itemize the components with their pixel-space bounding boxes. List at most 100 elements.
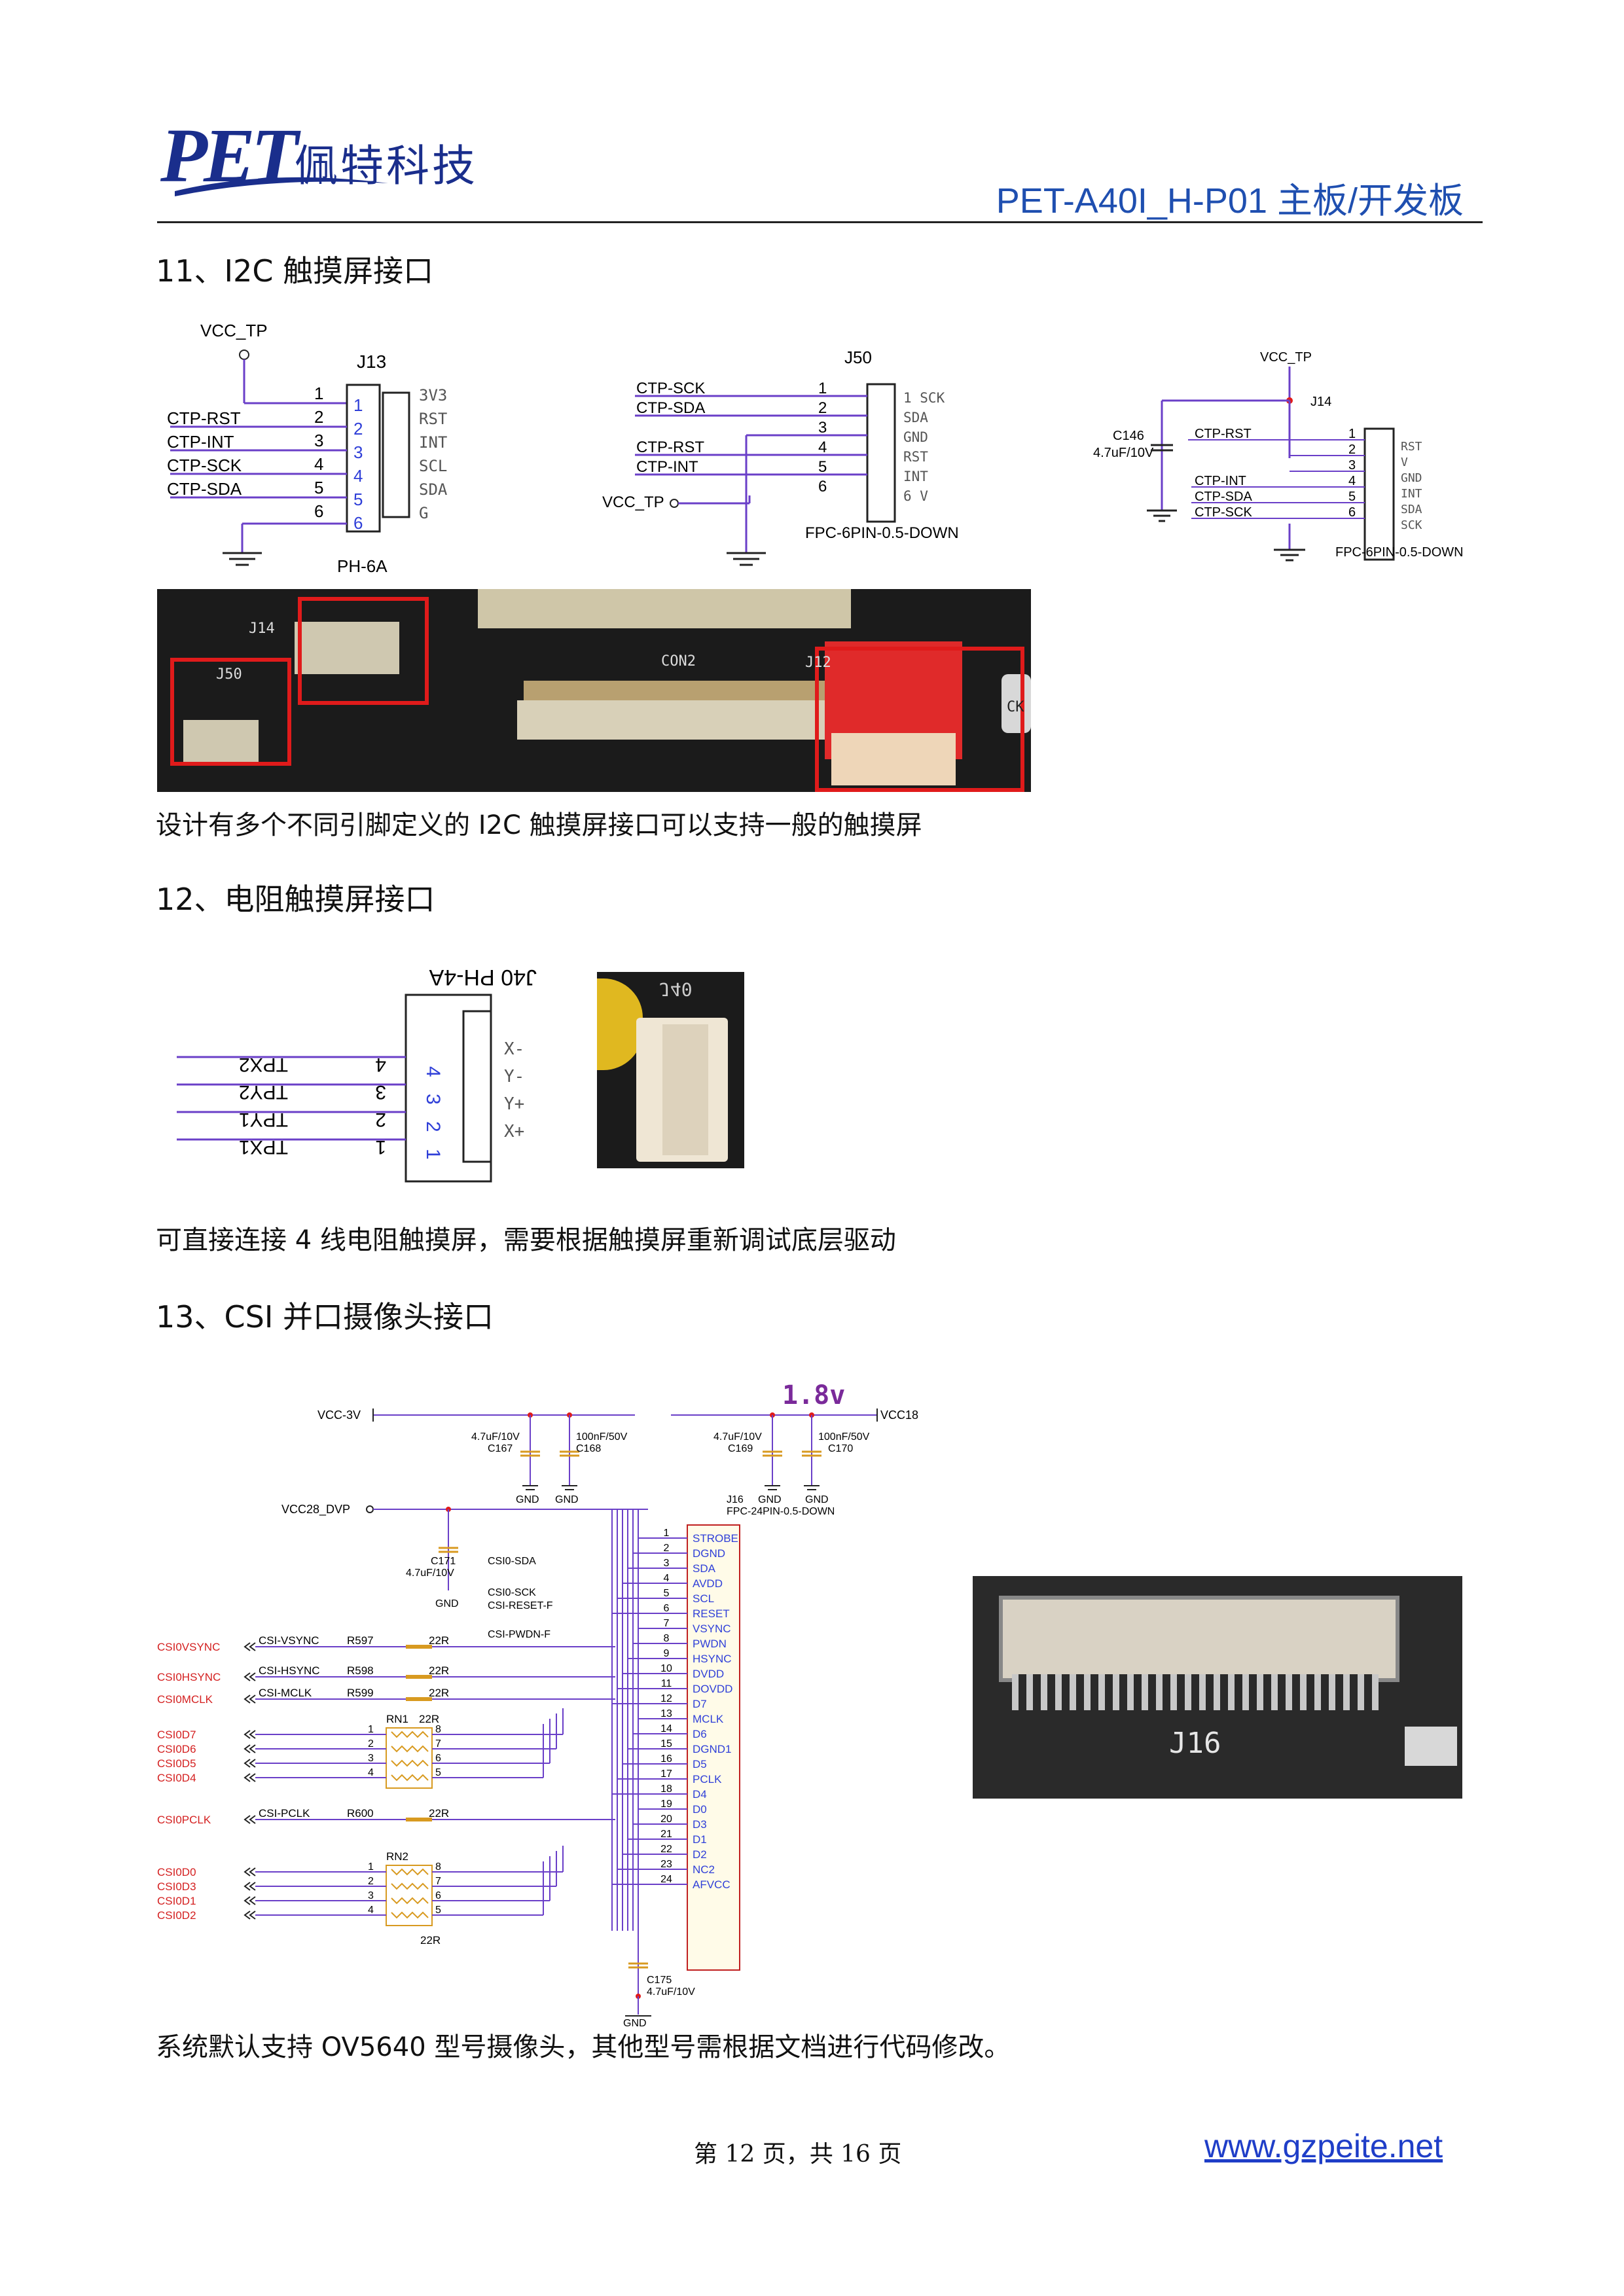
j14-pin-num-4: 4 bbox=[1348, 474, 1356, 488]
j16-connector-photo: J16 bbox=[973, 1576, 1462, 1799]
j13-signal-2: RST bbox=[419, 410, 447, 428]
rn2-in-1: CSI0D0 bbox=[157, 1866, 196, 1878]
csi-net-csi-vsync: CSI-VSYNC bbox=[259, 1634, 319, 1647]
photo-label-j40: J40 bbox=[659, 978, 693, 1000]
j16-pin-num-13: 13 bbox=[660, 1708, 672, 1719]
j16-signal-23: NC2 bbox=[693, 1863, 715, 1876]
website-link[interactable]: www.gzpeite.net bbox=[1204, 2128, 1443, 2164]
j14-pin-num-2: 2 bbox=[1348, 442, 1356, 457]
csi-in-csi0vsync: CSI0VSYNC bbox=[157, 1641, 220, 1653]
j16-signal-13: MCLK bbox=[693, 1713, 724, 1725]
csi-net-csi-mclk: CSI-MCLK bbox=[259, 1687, 312, 1699]
csi-net-csi-pclk: CSI-PCLK bbox=[259, 1807, 310, 1820]
j40-connector-photo: J40 bbox=[597, 972, 744, 1168]
j16-signal-24: AFVCC bbox=[693, 1878, 731, 1891]
j40-pin-inner-2: 2 bbox=[422, 1121, 444, 1132]
j13-power-label: VCC_TP bbox=[200, 321, 268, 340]
c169-val: 4.7uF/10V bbox=[713, 1431, 762, 1443]
j16-pin-num-18: 18 bbox=[660, 1784, 672, 1795]
j16-pin-num-11: 11 bbox=[661, 1678, 672, 1689]
rn2-pin-right-1: 8 bbox=[435, 1861, 441, 1873]
j50-pin-num-6: 6 bbox=[818, 478, 827, 495]
j16-pin-num-16: 16 bbox=[660, 1753, 672, 1765]
j40-pin-num-4: 4 bbox=[375, 1054, 386, 1075]
j16-pin-num-20: 20 bbox=[660, 1814, 672, 1825]
gnd-c175: GND bbox=[623, 2018, 647, 2029]
rn2-pin-left-3: 3 bbox=[368, 1890, 374, 1901]
gnd-c171: GND bbox=[435, 1598, 459, 1609]
j16-signal-19: D0 bbox=[693, 1803, 707, 1816]
section-11-heading: 11、I2C 触摸屏接口 bbox=[156, 253, 434, 289]
j50-highlight-box bbox=[170, 658, 291, 766]
j16-pin-num-12: 12 bbox=[660, 1693, 672, 1704]
j16-pin-num-24: 24 bbox=[660, 1874, 672, 1885]
rn1-val: 22R bbox=[419, 1713, 439, 1725]
j13-net-4: CTP-SCK bbox=[167, 456, 242, 475]
j13-signal-5: SDA bbox=[419, 480, 448, 499]
j40-pin-num-1: 1 bbox=[375, 1136, 386, 1158]
j14-cap-ref: C146 bbox=[1113, 429, 1144, 443]
j40-pin-num-3: 3 bbox=[375, 1081, 386, 1103]
photo-label-j16: J16 bbox=[1169, 1727, 1221, 1760]
rn2-pin-left-2: 2 bbox=[368, 1876, 374, 1887]
rn1-pin-left-3: 3 bbox=[368, 1753, 374, 1764]
j50-pin-num-5: 5 bbox=[818, 458, 827, 476]
j50-net-2: CTP-SDA bbox=[636, 399, 705, 417]
j13-pin-inner-3: 3 bbox=[353, 442, 363, 462]
photo-label-j14: J14 bbox=[249, 620, 275, 637]
gnd-c170: GND bbox=[805, 1494, 829, 1505]
j13-part: PH-6A bbox=[337, 556, 388, 576]
net-csi-reset: CSI-RESET-F bbox=[488, 1600, 553, 1611]
section-12-description: 可直接连接 4 线电阻触摸屏，需要根据触摸屏重新调试底层驱动 bbox=[156, 1225, 896, 1255]
j16-pin-num-2: 2 bbox=[664, 1543, 670, 1554]
j50-pin-num-4: 4 bbox=[818, 439, 827, 456]
rail-vcc3v: VCC-3V bbox=[317, 1408, 361, 1422]
j14-signal-3: GND bbox=[1401, 471, 1422, 485]
resistor-ref-r598: R598 bbox=[347, 1664, 374, 1677]
j16-ref: J16 bbox=[727, 1494, 744, 1505]
j50-part: FPC-6PIN-0.5-DOWN bbox=[805, 524, 959, 542]
j16-pin-num-22: 22 bbox=[660, 1844, 672, 1855]
j13-net-2: CTP-RST bbox=[167, 408, 241, 428]
j50-signal-6: 6 V bbox=[903, 488, 928, 504]
j50-signal-3: GND bbox=[903, 429, 928, 445]
rn1-pin-left-1: 1 bbox=[368, 1724, 374, 1735]
rn2-val: 22R bbox=[420, 1934, 441, 1946]
j16-part: FPC-24PIN-0.5-DOWN bbox=[727, 1506, 835, 1517]
j40-signal-1: X+ bbox=[504, 1122, 524, 1141]
j16-signal-16: D5 bbox=[693, 1758, 707, 1770]
j40-net-1: TPX1 bbox=[239, 1136, 288, 1158]
j16-pin-num-3: 3 bbox=[664, 1558, 670, 1569]
j16-pin-num-17: 17 bbox=[660, 1768, 672, 1780]
j16-signal-7: VSYNC bbox=[693, 1623, 731, 1635]
j16-signal-11: DOVDD bbox=[693, 1683, 732, 1695]
j14-ref: J14 bbox=[1310, 395, 1331, 409]
j16-signal-15: DGND1 bbox=[693, 1743, 732, 1755]
j14-signal-2: V bbox=[1401, 456, 1408, 469]
j16-pin-num-7: 7 bbox=[664, 1618, 670, 1629]
logo-swoosh-icon bbox=[175, 177, 388, 196]
csi-in-csi0pclk: CSI0PCLK bbox=[157, 1814, 211, 1826]
csi-camera-schematic: 1.8v VCC-3V VCC18 VCC28_DVP 4.7uF/10V C1… bbox=[157, 1380, 918, 2029]
rn1-pin-left-4: 4 bbox=[368, 1767, 374, 1778]
resistor-val-r600: 22R bbox=[429, 1807, 449, 1820]
rn1-in-1: CSI0D7 bbox=[157, 1729, 196, 1741]
j13-pin-num-1: 1 bbox=[314, 384, 323, 403]
j50-pin-num-2: 2 bbox=[818, 399, 827, 417]
j14-power-label: VCC_TP bbox=[1260, 350, 1312, 365]
j14-net-6: CTP-SCK bbox=[1195, 505, 1252, 520]
j40-signal-4: X- bbox=[504, 1039, 524, 1059]
j16-pin-num-15: 15 bbox=[660, 1738, 672, 1749]
rn2-pin-right-2: 7 bbox=[435, 1876, 441, 1887]
c168-ref: C168 bbox=[576, 1443, 601, 1454]
page-number: 第 12 页，共 16 页 bbox=[694, 2141, 902, 2168]
rail-vcc28dvp: VCC28_DVP bbox=[281, 1503, 350, 1516]
j40-pin-num-2: 2 bbox=[375, 1109, 386, 1130]
c171-ref: C171 bbox=[431, 1556, 456, 1567]
j13-pin-inner-5: 5 bbox=[353, 490, 363, 509]
rn1-pin-right-1: 8 bbox=[435, 1724, 441, 1735]
j12-highlight-box bbox=[815, 647, 1024, 792]
j13-pin-num-3: 3 bbox=[314, 431, 323, 450]
j50-ref: J50 bbox=[844, 348, 872, 367]
rn1-in-2: CSI0D6 bbox=[157, 1743, 196, 1755]
